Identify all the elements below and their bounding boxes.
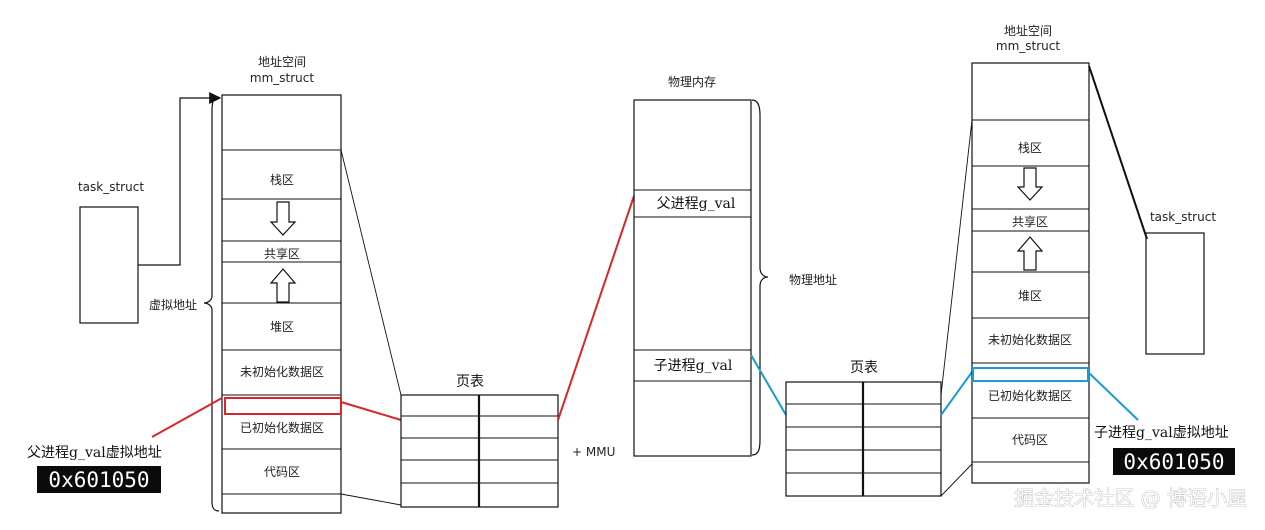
left-page-table xyxy=(400,394,559,508)
right-shared-segment: 共享区 xyxy=(1012,214,1048,229)
physical-memory-title: 物理内存 xyxy=(668,75,716,89)
left-address-space-box xyxy=(221,94,342,514)
right-task-struct-box xyxy=(1145,232,1205,355)
left-heap-segment: 堆区 xyxy=(270,320,294,334)
right-page-table-title: 页表 xyxy=(850,360,878,376)
physical-memory: 物理内存 父进程g_val 子进程g_val 物理地址 xyxy=(633,75,837,457)
left-stack-segment: 栈区 xyxy=(270,172,294,187)
right-g-val-highlight xyxy=(972,367,1089,382)
right-var-label: 子进程g_val虚拟地址 xyxy=(1094,425,1229,441)
left-process: 地址空间 mm_struct task_struct 栈区 共享区 堆区 未初始… xyxy=(27,55,635,514)
left-heap-grow-up-arrow-icon xyxy=(269,268,297,303)
right-heap-segment: 堆区 xyxy=(1018,289,1042,303)
physical-address-label: 物理地址 xyxy=(789,273,837,287)
left-address-space-title: 地址空间 xyxy=(258,55,306,69)
left-virtual-address-brace xyxy=(203,96,220,512)
left-stack-grow-down-arrow-icon xyxy=(269,201,297,236)
right-data-segment: 已初始化数据区 xyxy=(988,388,1072,403)
right-page-table xyxy=(785,381,942,497)
left-var-label: 父进程g_val虚拟地址 xyxy=(27,445,162,461)
right-mm-struct-label: mm_struct xyxy=(996,39,1060,53)
left-shared-segment: 共享区 xyxy=(264,246,300,261)
right-code-segment: 代码区 xyxy=(1012,433,1048,447)
right-process: 页表 地址空间 mm_struct 栈区 共享区 堆区 未初始化数据区 已初始化… xyxy=(750,24,1235,497)
right-bss-segment: 未初始化数据区 xyxy=(988,332,1072,347)
left-address-value: 0x601050 xyxy=(48,468,149,492)
right-address-space-title: 地址空间 xyxy=(1004,24,1052,38)
left-code-segment: 代码区 xyxy=(264,465,300,479)
left-g-val-highlight xyxy=(224,397,342,415)
right-heap-grow-up-arrow-icon xyxy=(1016,236,1044,271)
left-task-struct-box xyxy=(79,206,139,324)
right-stack-grow-down-arrow-icon xyxy=(1016,167,1044,201)
physical-child-g-val: 子进程g_val xyxy=(654,358,733,374)
left-data-segment: 已初始化数据区 xyxy=(240,420,324,435)
right-address-badge xyxy=(1113,448,1235,475)
right-task-to-mm-link xyxy=(1088,65,1148,240)
physical-address-brace xyxy=(751,99,769,456)
left-task-to-mm-arrow xyxy=(138,92,222,266)
physical-memory-box xyxy=(633,99,752,457)
left-address-badge xyxy=(37,466,161,493)
left-virtual-address-label: 虚拟地址 xyxy=(149,298,197,312)
physical-parent-g-val: 父进程g_val xyxy=(657,196,736,212)
mmu-label: + MMU xyxy=(572,445,615,459)
right-address-value: 0x601050 xyxy=(1123,450,1224,474)
left-task-struct-label: task_struct xyxy=(78,180,144,194)
watermark: 掘金技术社区 @ 博语小屋 xyxy=(1014,486,1247,510)
left-page-table-title: 页表 xyxy=(456,374,484,390)
right-task-struct-label: task_struct xyxy=(1150,210,1216,224)
left-mm-struct-label: mm_struct xyxy=(250,71,314,85)
left-bss-segment: 未初始化数据区 xyxy=(240,364,324,379)
right-stack-segment: 栈区 xyxy=(1018,140,1042,155)
right-address-space-box xyxy=(971,62,1090,484)
